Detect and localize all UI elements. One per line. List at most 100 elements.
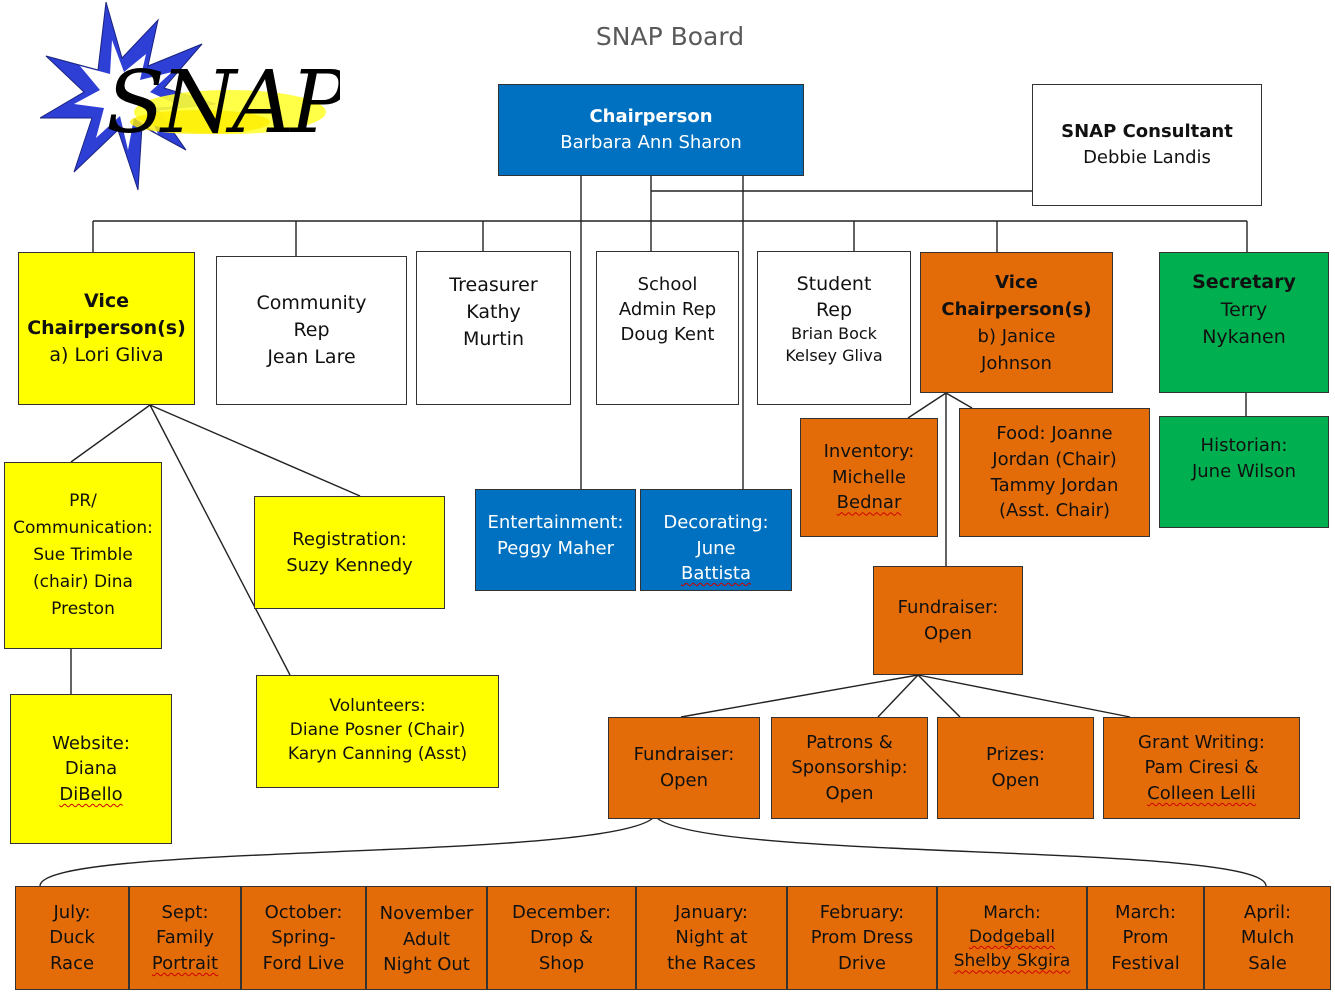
student-line-3: Brian Bock — [791, 324, 877, 344]
inventory-line-3: Bednar — [836, 492, 902, 514]
event-july-box: July: Duck Race — [15, 886, 129, 990]
registration-line-1: Registration: — [292, 528, 407, 550]
volunteers-line-2: Diane Posner (Chair) — [289, 720, 466, 741]
event-sept-line-2: Family — [156, 927, 214, 949]
grant-line-1: Grant Writing: — [1138, 731, 1265, 753]
registration-line-2: Suzy Kennedy — [286, 554, 413, 576]
food-line-4: (Asst. Chair) — [998, 500, 1111, 522]
event-october-box: October: Spring- Ford Live — [241, 886, 366, 990]
entertainment-box: Entertainment: Peggy Maher — [475, 489, 636, 591]
student-rep-box: Student Rep Brian Bock Kelsey Gliva — [757, 251, 911, 405]
grant-writing-box: Grant Writing: Pam Ciresi & Colleen Lell… — [1103, 717, 1300, 819]
patrons-line-2: Sponsorship: — [791, 757, 908, 779]
registration-box: Registration: Suzy Kennedy — [254, 496, 445, 609]
event-oct-line-1: October: — [264, 901, 343, 923]
volunteers-line-1: Volunteers: — [329, 696, 426, 716]
event-april-box: April: Mulch Sale — [1204, 886, 1331, 990]
chairperson-box: Chairperson Barbara Ann Sharon — [498, 84, 804, 176]
vice-chair-b-box: Vice Chairperson(s) b) Janice Johnson — [920, 252, 1113, 393]
event-dec-line-1: December: — [511, 901, 612, 923]
event-nov-line-1: November — [379, 903, 474, 924]
student-line-1: Student — [796, 273, 872, 295]
secretary-line-1: Secretary — [1192, 271, 1296, 293]
pr-line-1: PR/ — [69, 490, 97, 511]
entertainment-line-2: Peggy Maher — [497, 537, 614, 559]
fundraiser-mid-box: Fundraiser: Open — [608, 717, 760, 819]
grant-line-3: Colleen Lelli — [1147, 782, 1256, 804]
inventory-line-2: Michelle — [832, 466, 906, 488]
pr-line-5: Preston — [51, 599, 115, 620]
historian-line-2: June Wilson — [1191, 460, 1297, 482]
event-feb-line-2: Prom Dress — [810, 927, 914, 949]
event-december-box: December: Drop & Shop — [487, 886, 636, 990]
fundraiser-mid-line-2: Open — [659, 770, 709, 791]
grant-line-2: Pam Ciresi & — [1144, 757, 1259, 779]
volunteers-line-3: Karyn Canning (Asst) — [287, 744, 468, 765]
student-line-2: Rep — [815, 298, 853, 321]
student-line-4: Kelsey Gliva — [785, 345, 883, 365]
pr-line-2: Communication: — [13, 517, 153, 538]
fundraiser-top-line-1: Fundraiser: — [897, 596, 999, 618]
vice-chair-a-box: Vice Chairperson(s) a) Lori Gliva — [18, 252, 195, 405]
fundraiser-mid-line-1: Fundraiser: — [633, 744, 735, 766]
treasurer-line-2: Kathy — [466, 300, 521, 323]
food-line-1: Food: Joanne — [996, 423, 1113, 445]
consultant-name: Debbie Landis — [1083, 147, 1211, 168]
volunteers-box: Volunteers: Diane Posner (Chair) Karyn C… — [256, 675, 499, 788]
event-dec-line-3: Shop — [538, 952, 585, 974]
consultant-title: SNAP Consultant — [1061, 121, 1233, 143]
fundraiser-top-box: Fundraiser: Open — [873, 566, 1023, 675]
event-apr-line-1: April: — [1243, 901, 1292, 923]
pr-line-3: Sue Trimble — [33, 544, 133, 565]
patrons-line-3: Open — [825, 782, 874, 804]
logo-text: SNAP — [106, 53, 340, 153]
event-feb-line-1: February: — [819, 901, 905, 923]
community-line-2: Rep — [293, 319, 330, 342]
vice-a-line-1: Vice — [83, 290, 130, 313]
treasurer-box: Treasurer Kathy Murtin — [416, 251, 571, 405]
event-july-line-2: Duck — [49, 927, 95, 949]
event-jan-line-1: January: — [675, 901, 748, 923]
vice-b-line-4: Johnson — [981, 352, 1052, 374]
event-feb-line-3: Drive — [838, 952, 886, 974]
event-apr-line-3: Sale — [1248, 952, 1287, 974]
website-line-3: DiBello — [59, 783, 123, 805]
prizes-box: Prizes: Open — [937, 717, 1094, 819]
website-line-2: Diana — [64, 758, 118, 780]
pr-line-4: (chair) Dina — [33, 572, 133, 593]
event-march-dodgeball-box: March: Dodgeball Shelby Skgira — [937, 886, 1087, 990]
vice-a-line-2: Chairperson(s) — [27, 317, 186, 340]
prizes-line-1: Prizes: — [986, 744, 1045, 766]
event-mar1-line-1: March: — [983, 903, 1041, 923]
event-mar2-line-3: Festival — [1111, 952, 1180, 974]
page-title: SNAP Board — [595, 22, 745, 51]
event-jan-line-2: Night at — [675, 927, 748, 949]
decorating-line-3: Battista — [681, 563, 751, 585]
event-mar1-line-3: Shelby Skgira — [953, 951, 1071, 972]
decorating-box: Decorating: June Battista — [640, 489, 792, 591]
decorating-line-1: Decorating: — [663, 512, 769, 533]
community-line-1: Community — [256, 292, 367, 315]
historian-line-1: Historian: — [1200, 435, 1288, 456]
inventory-box: Inventory: Michelle Bednar — [800, 418, 938, 537]
food-line-3: Tammy Jordan — [990, 474, 1119, 496]
event-oct-line-2: Spring- — [271, 927, 336, 949]
prizes-line-2: Open — [991, 770, 1040, 791]
food-line-2: Jordan (Chair) — [992, 448, 1117, 470]
event-nov-line-3: Night Out — [383, 954, 470, 976]
school-line-1: School — [637, 274, 698, 295]
event-sept-line-3: Portrait — [151, 952, 219, 974]
school-line-2: Admin Rep — [618, 299, 717, 321]
community-line-3: Jean Lare — [267, 345, 356, 368]
event-july-line-1: July: — [53, 901, 91, 923]
event-february-box: February: Prom Dress Drive — [787, 886, 937, 990]
event-brace — [39, 814, 1267, 887]
vice-b-line-3: b) Janice — [977, 325, 1056, 347]
event-sept-box: Sept: Family Portrait — [129, 886, 241, 990]
food-box: Food: Joanne Jordan (Chair) Tammy Jordan… — [959, 408, 1150, 537]
inventory-line-1: Inventory: — [823, 441, 915, 463]
snap-logo: SNAP — [38, 0, 354, 204]
vice-a-line-3: a) Lori Gliva — [49, 343, 164, 366]
decorating-line-2: June — [696, 537, 736, 559]
